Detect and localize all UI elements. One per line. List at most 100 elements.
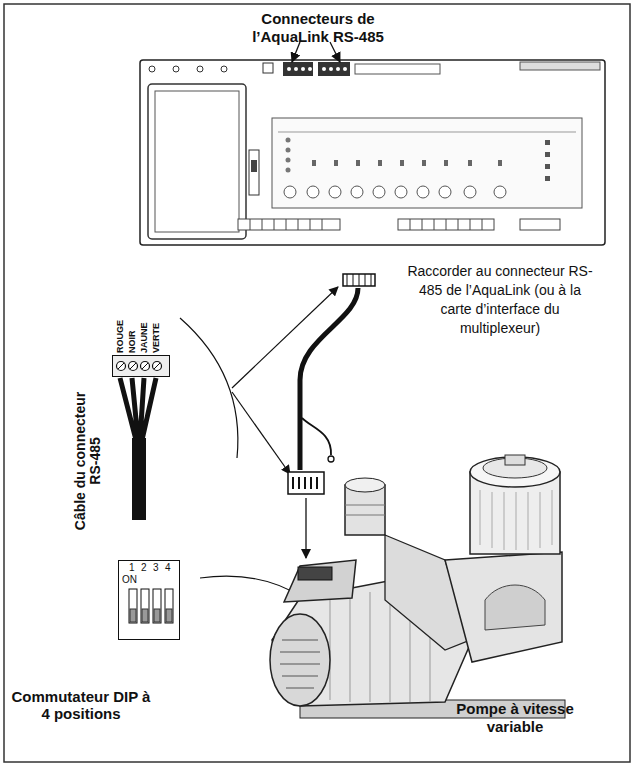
- aqualink-board: [378, 160, 382, 166]
- switch-number: 4: [165, 563, 171, 573]
- aqualink-board: [263, 63, 273, 73]
- aqualink-board: [545, 152, 550, 157]
- screw-slot: [118, 363, 124, 369]
- aqualink-board: [351, 186, 363, 198]
- pump-illustration: [298, 567, 332, 580]
- aqualink-board: [464, 186, 476, 198]
- screw-terminal: [153, 362, 162, 371]
- switch-marking: ON: [122, 575, 137, 585]
- aqualink-board: [355, 64, 440, 74]
- aqualink-board: [197, 66, 203, 72]
- switch-number: 1: [129, 563, 135, 573]
- aqualink-board: [251, 160, 257, 172]
- aqualink-board: [140, 60, 605, 245]
- aqualink-board: [221, 66, 227, 72]
- aqualink-board: [294, 67, 298, 71]
- aqualink-board: [343, 67, 347, 71]
- switch-number: 3: [153, 563, 159, 573]
- wire-color: ROUGE: [116, 320, 125, 353]
- dip-switch: ON1234Commutateur DIP à 4 positions: [118, 560, 180, 640]
- switch-slots: [119, 561, 181, 641]
- aqualink-board: [250, 219, 482, 230]
- aqualink-board: [238, 219, 340, 230]
- aqualink-board: [329, 67, 333, 71]
- pump-illustration: [280, 640, 320, 688]
- aqualink-board: [322, 67, 326, 71]
- aqualink-board: [287, 67, 291, 71]
- leader-arc: [180, 318, 238, 458]
- screw-terminal: [117, 362, 126, 371]
- wire-harness: [293, 477, 317, 489]
- switch-number: 2: [141, 563, 147, 573]
- pump-illustration: [485, 585, 545, 630]
- aqualink-board: [286, 138, 291, 143]
- aqualink-board: [301, 67, 305, 71]
- outer-frame: [4, 4, 630, 762]
- aqualink-board: [422, 160, 426, 166]
- aqualink-board: [272, 118, 582, 208]
- aqualink-board: [336, 67, 340, 71]
- pump-illustration: [345, 478, 385, 492]
- cable-caption: Câble du connecteur RS-485: [73, 391, 104, 531]
- pump-illustration: [445, 552, 562, 662]
- wire-harness: [305, 498, 306, 558]
- aqualink-board: [520, 219, 560, 230]
- aqualink-board: [400, 160, 404, 166]
- wire-harness: [302, 418, 331, 455]
- aqualink-board: [334, 160, 338, 166]
- aqualink-board: [444, 160, 448, 166]
- aqualink-board: [494, 186, 506, 198]
- wire-harness: [300, 288, 358, 470]
- wire-harness: [288, 472, 324, 494]
- pump-illustration: [284, 560, 356, 602]
- dip-leader: [200, 576, 300, 596]
- aqualink-board: [356, 160, 360, 166]
- aqualink-board: [468, 160, 472, 166]
- pump-illustration: [480, 490, 552, 550]
- leader-arc: [180, 287, 338, 474]
- aqualink-board: [373, 186, 385, 198]
- pump-illustration: [270, 455, 565, 718]
- aqualink-board: [318, 62, 350, 76]
- connector-callout: Connecteurs de l’AquaLink RS-485: [238, 10, 398, 46]
- switch-slot: [153, 589, 161, 623]
- terminal-block: ROUGENOIRJAUNEVERTECâble du connecteur R…: [112, 355, 170, 377]
- switch-slot: [129, 589, 137, 623]
- wire-harness: [347, 274, 371, 286]
- aqualink-board: [312, 160, 316, 166]
- cable-wires: [120, 378, 156, 520]
- terminal-screws: [113, 356, 171, 378]
- wire-harness: [328, 456, 334, 462]
- aqualink-board: [155, 91, 239, 232]
- aqualink-board: [417, 186, 429, 198]
- aqualink-board: [149, 66, 155, 72]
- switch-slot: [165, 589, 173, 623]
- wire-color: VERTE: [152, 323, 161, 353]
- aqualink-board: [395, 186, 407, 198]
- screw-slot: [154, 363, 160, 369]
- aqualink-board: [329, 186, 341, 198]
- switch-lever: [142, 609, 148, 622]
- aqualink-board: [173, 66, 179, 72]
- screw-slot: [130, 363, 136, 369]
- pump-illustration: [270, 614, 330, 706]
- aqualink-board: [439, 186, 451, 198]
- switch-caption: Commutateur DIP à 4 positions: [11, 689, 151, 722]
- aqualink-board: [249, 150, 259, 195]
- wire-color: NOIR: [128, 331, 137, 354]
- wire-color: JAUNE: [140, 322, 149, 353]
- aqualink-board: [148, 84, 246, 239]
- leader-arc: [232, 392, 290, 474]
- connection-note: Raccorder au connecteur RS-485 de l’Aqua…: [405, 262, 595, 338]
- pump-caption: Pompe à vitesse variable: [450, 700, 580, 736]
- aqualink-board: [498, 160, 502, 166]
- screw-terminal: [129, 362, 138, 371]
- aqualink-board: [283, 62, 313, 76]
- aqualink-board: [545, 164, 550, 169]
- pump-illustration: [345, 505, 385, 515]
- pump-illustration: [505, 455, 525, 465]
